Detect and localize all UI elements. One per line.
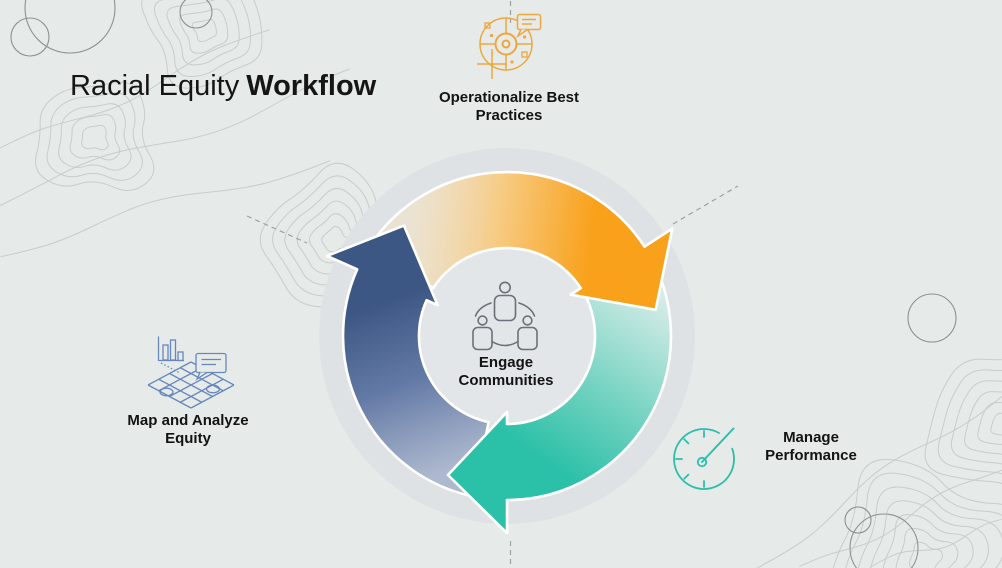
people-network-icon (472, 281, 538, 351)
operationalize-arrow-head-overlay (563, 203, 674, 312)
map-arrow (325, 224, 490, 498)
decor-circle (849, 513, 919, 568)
guide-lines (246, 1, 739, 566)
guide-left-dashed-line (246, 215, 308, 244)
stage-label-map-analyze: Map and Analyze Equity (127, 412, 249, 447)
cycle-inner-circle (419, 248, 595, 424)
title-bold: Workflow (246, 70, 377, 102)
decor-circle (10, 17, 50, 57)
cycle-arrows (325, 170, 674, 535)
decor-circle (907, 293, 957, 343)
target-settings-chat-icon (477, 13, 542, 79)
decor-circle (844, 506, 872, 534)
stage-label-manage-performance: Manage Performance (765, 429, 857, 464)
manage-arrow-head-overlay (446, 397, 568, 535)
decor-circle (24, 0, 116, 54)
guide-right-dashed-line (672, 185, 739, 225)
stage-label-operationalize: Operationalize Best Practices (438, 89, 580, 124)
icon-dots (489, 33, 527, 64)
center-label-engage-communities: Engage Communities (458, 354, 554, 389)
map-analytics-chat-icon (147, 336, 235, 409)
decor-circle (179, 0, 213, 29)
title-regular: Racial Equity (70, 70, 240, 102)
gauge-icon (673, 427, 735, 490)
